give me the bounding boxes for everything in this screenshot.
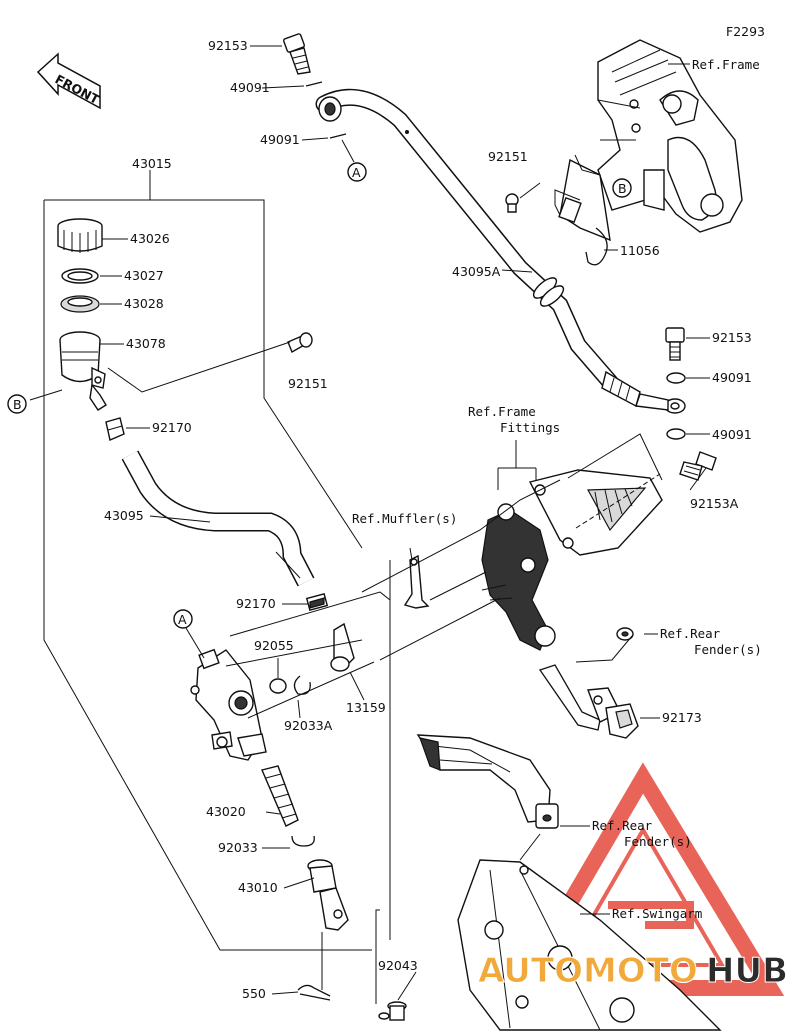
- pushrod-43010: [307, 859, 349, 931]
- circlip-92033a: [293, 675, 311, 695]
- watermark-text: AUTOMOTO HUB: [478, 951, 789, 992]
- label-43028: 43028: [124, 296, 164, 311]
- ref-rear-fender-b-2: Fender(s): [624, 834, 692, 849]
- reservoir-cap-43026: [57, 218, 103, 253]
- muffler-hook: [403, 554, 430, 609]
- label-43027: 43027: [124, 268, 164, 283]
- label-49091-c: 49091: [712, 370, 752, 385]
- label-92033a: 92033A: [284, 718, 333, 733]
- watermark-part1: AUTOMOTO: [478, 951, 698, 991]
- ref-frame: Ref.Frame: [692, 57, 760, 72]
- bracket-92173: [605, 703, 639, 739]
- label-43095: 43095: [104, 508, 144, 523]
- label-92173: 92173: [662, 710, 702, 725]
- fitting-13159: [330, 622, 355, 672]
- label-43026: 43026: [130, 231, 170, 246]
- banjo-bolt-92153-top: [283, 33, 311, 75]
- label-49091-b: 49091: [260, 132, 300, 147]
- ref-swingarm: Ref.Swingarm: [612, 906, 702, 921]
- label-13159: 13159: [346, 700, 386, 715]
- label-43020: 43020: [206, 804, 246, 819]
- label-43015: 43015: [132, 156, 172, 171]
- label-49091-d: 49091: [712, 427, 752, 442]
- label-11056: 11056: [620, 243, 660, 258]
- rear-fender: [416, 734, 559, 829]
- ref-muffler: Ref.Muffler(s): [352, 511, 457, 526]
- master-cylinder-body: [190, 648, 267, 761]
- clamp-92170-lower: [305, 593, 329, 611]
- ref-frame-fittings-1: Ref.Frame: [468, 404, 536, 419]
- svg-text:A: A: [352, 165, 361, 180]
- label-43010: 43010: [238, 880, 278, 895]
- label-92043: 92043: [378, 958, 418, 973]
- reservoir-43078: [59, 331, 107, 411]
- label-92153-top: 92153: [208, 38, 248, 53]
- svg-text:B: B: [618, 181, 627, 196]
- callout-a-top: A: [347, 162, 367, 182]
- label-92170-lower: 92170: [236, 596, 276, 611]
- swingarm: [457, 859, 722, 1031]
- o-ring-92055: [269, 678, 287, 694]
- figure-code: F2293: [726, 24, 765, 39]
- svg-text:A: A: [178, 612, 187, 627]
- frame-fittings-bracket: [481, 469, 663, 651]
- reservoir-hose-43095a: [315, 88, 686, 414]
- leader-lines: [29, 45, 710, 1001]
- reference-labels: Ref.Frame Ref.Frame Fittings Ref.Muffler…: [352, 57, 762, 921]
- washer-49091-a: [305, 81, 323, 87]
- ref-frame-fittings-2: Fittings: [500, 420, 560, 435]
- bolt-92151-left: [287, 332, 313, 354]
- label-49091-a: 49091: [230, 80, 270, 95]
- label-43078: 43078: [126, 336, 166, 351]
- front-arrow-icon: FRONT: [36, 52, 102, 110]
- bolt-92151-top: [505, 193, 519, 213]
- washer-49091-c: [666, 372, 686, 384]
- callout-b-left: B: [7, 394, 27, 414]
- label-550: 550: [242, 986, 266, 1001]
- dust-boot-43020: [261, 765, 299, 827]
- assembly-box-43015: [43, 170, 391, 1004]
- frame-outline: [597, 39, 743, 233]
- cotter-pin-550: [297, 984, 331, 1001]
- pin-92043: [378, 1001, 407, 1021]
- hose-clamp-bracket: [554, 154, 611, 266]
- label-92033: 92033: [218, 840, 258, 855]
- callout-b-top: B: [612, 178, 632, 198]
- label-92055: 92055: [254, 638, 294, 653]
- washer-49091-d: [666, 428, 686, 440]
- label-92151-top: 92151: [488, 149, 528, 164]
- reservoir-hose-43095: [121, 450, 315, 587]
- bolt-92153a: [679, 451, 717, 481]
- label-92153-right: 92153: [712, 330, 752, 345]
- washer-49091-b: [329, 133, 347, 139]
- label-92151-left: 92151: [288, 376, 328, 391]
- ref-rear-fender-b-1: Ref.Rear: [592, 818, 653, 833]
- circlip-92033: [291, 835, 315, 847]
- diaphragm-43028: [60, 295, 100, 313]
- svg-text:B: B: [13, 397, 22, 412]
- bolt-rear-fender: [616, 627, 634, 641]
- label-43095a: 43095A: [452, 264, 501, 279]
- clamp-92170-top: [105, 417, 125, 441]
- ref-rear-fender-a-1: Ref.Rear: [660, 626, 721, 641]
- ref-rear-fender-a-2: Fender(s): [694, 642, 762, 657]
- label-92153a: 92153A: [690, 496, 739, 511]
- banjo-bolt-92153-right: [665, 327, 685, 361]
- label-92170-top: 92170: [152, 420, 192, 435]
- callout-a-left: A: [173, 609, 193, 629]
- part-labels: 92153 49091 49091 43015 92151 11056 4309…: [104, 38, 752, 1001]
- watermark-part2: HUB: [706, 951, 788, 991]
